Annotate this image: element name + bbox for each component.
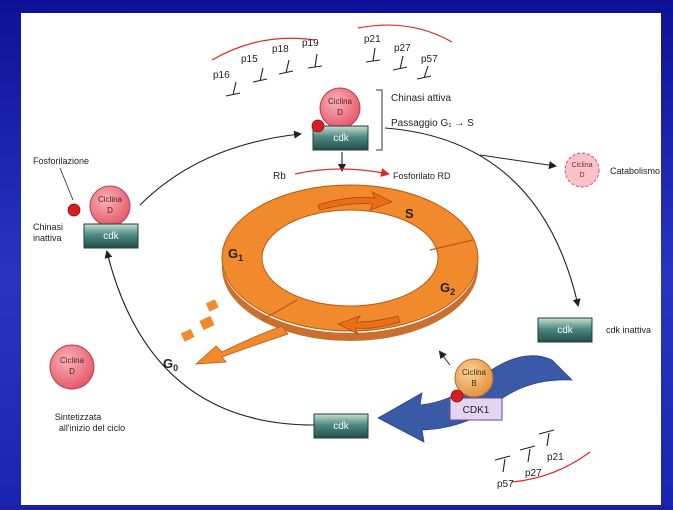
g0-exit-arrow bbox=[194, 325, 289, 365]
inhibitor-label: p57 bbox=[497, 479, 514, 490]
cdk-block bbox=[313, 413, 369, 439]
cycle-arrow-right bbox=[384, 127, 581, 307]
red-arc bbox=[357, 24, 453, 43]
rb-phosphorylation-arrow bbox=[294, 168, 390, 177]
inhibitor-group-2: p21 p27 p57 bbox=[357, 24, 453, 80]
inhibitor-group-1: p16 p15 p18 p19 bbox=[211, 37, 323, 97]
cyclin-letter: D bbox=[579, 172, 584, 179]
cyclin-letter: D bbox=[69, 367, 75, 376]
inhibitor-label: p19 bbox=[302, 38, 319, 49]
inhibitor-label: p21 bbox=[547, 452, 564, 463]
cdk1-label: CDK1 bbox=[463, 405, 490, 416]
cdk-label: cdk bbox=[333, 421, 350, 432]
inactive-cdk-label: cdk inattiva bbox=[606, 325, 651, 335]
ring-body bbox=[221, 184, 479, 332]
cyclin-d-new bbox=[49, 344, 95, 390]
inhibitor-group-3: p57 p27 p21 bbox=[494, 429, 591, 490]
arrow-cyclinb-up bbox=[438, 350, 451, 366]
inhibitor-label: p16 bbox=[213, 70, 230, 81]
g0-fragment bbox=[205, 299, 219, 312]
cdk-block bbox=[83, 223, 139, 249]
bracket bbox=[376, 89, 383, 151]
phase-g0-label: G0 bbox=[163, 356, 178, 373]
phosphate-dot bbox=[311, 119, 325, 133]
inhibitor-label: p27 bbox=[394, 43, 411, 54]
inhibitor-label: p15 bbox=[241, 54, 258, 65]
cell-cycle-diagram: S G1 G2 G0 bbox=[33, 24, 660, 490]
rb-label: Rb bbox=[273, 171, 286, 182]
cycle-arrow-bottom bbox=[104, 250, 315, 426]
cell-cycle-ring bbox=[180, 184, 479, 365]
cyclin-label: Ciclina bbox=[328, 97, 353, 106]
g0-fragment bbox=[180, 328, 195, 342]
inactive-kinase-label: Chinasi bbox=[33, 222, 63, 232]
inhibitor-label: p21 bbox=[364, 34, 381, 45]
ring-divider-g2-g1 bbox=[261, 299, 298, 321]
ring-divider-s-g2 bbox=[429, 239, 474, 251]
cdk1-block bbox=[449, 397, 503, 421]
cdk-block bbox=[312, 125, 369, 151]
cycle-arrow-top bbox=[139, 130, 302, 206]
cyclin-letter: B bbox=[471, 379, 476, 388]
ring-arrow-top bbox=[317, 191, 394, 211]
cdk-label: cdk bbox=[557, 325, 574, 336]
red-arc bbox=[211, 37, 316, 61]
phosphorylation-pointer bbox=[59, 167, 74, 201]
inhibitor-label: p27 bbox=[525, 468, 542, 479]
cyclin-letter: D bbox=[337, 108, 343, 117]
phase-g2-label: G2 bbox=[440, 280, 455, 297]
g0-fragment bbox=[199, 315, 215, 331]
cyclin-b-circle bbox=[454, 358, 494, 398]
phase-g1-label: G1 bbox=[228, 246, 243, 263]
transition-label: Passaggio G₁ → S bbox=[391, 118, 474, 129]
phosphorylated-label: Fosforilato RD bbox=[393, 171, 451, 181]
cdk-block bbox=[537, 317, 593, 343]
ring-arrow-bottom bbox=[336, 315, 401, 335]
phase-s-label: S bbox=[405, 206, 414, 221]
cyclin-label: Ciclina bbox=[98, 195, 123, 204]
cyclin-d-degraded bbox=[564, 152, 600, 188]
cyclin-label: Ciclina bbox=[462, 368, 487, 377]
cyclin-label: Ciclina bbox=[60, 356, 85, 365]
cdk-label: cdk bbox=[103, 231, 120, 242]
synthesized-label-2: all'inizio del ciclo bbox=[59, 423, 125, 433]
cdk-label: cdk bbox=[333, 133, 350, 144]
inactive-kinase-label-2: inattiva bbox=[33, 233, 62, 243]
cyclin-label: Ciclina bbox=[571, 162, 592, 169]
cyclin-letter: D bbox=[107, 206, 113, 215]
inhibitor-label: p18 bbox=[272, 44, 289, 55]
synthesized-label: Sintetizzata bbox=[55, 412, 102, 422]
inhibitor-label: p57 bbox=[421, 54, 438, 65]
active-kinase-complex: Ciclina D cdk bbox=[311, 87, 369, 151]
arrow-to-catabolism bbox=[479, 154, 557, 170]
phosphate-dot bbox=[67, 203, 81, 217]
diagram-panel: S G1 G2 G0 bbox=[21, 13, 661, 505]
catabolism-label: Catabolismo bbox=[610, 166, 660, 176]
phosphorylation-label: Fosforilazione bbox=[33, 156, 89, 166]
active-kinase-label: Chinasi attiva bbox=[391, 93, 451, 104]
red-arc bbox=[511, 451, 591, 483]
phosphate-dot bbox=[450, 389, 464, 403]
